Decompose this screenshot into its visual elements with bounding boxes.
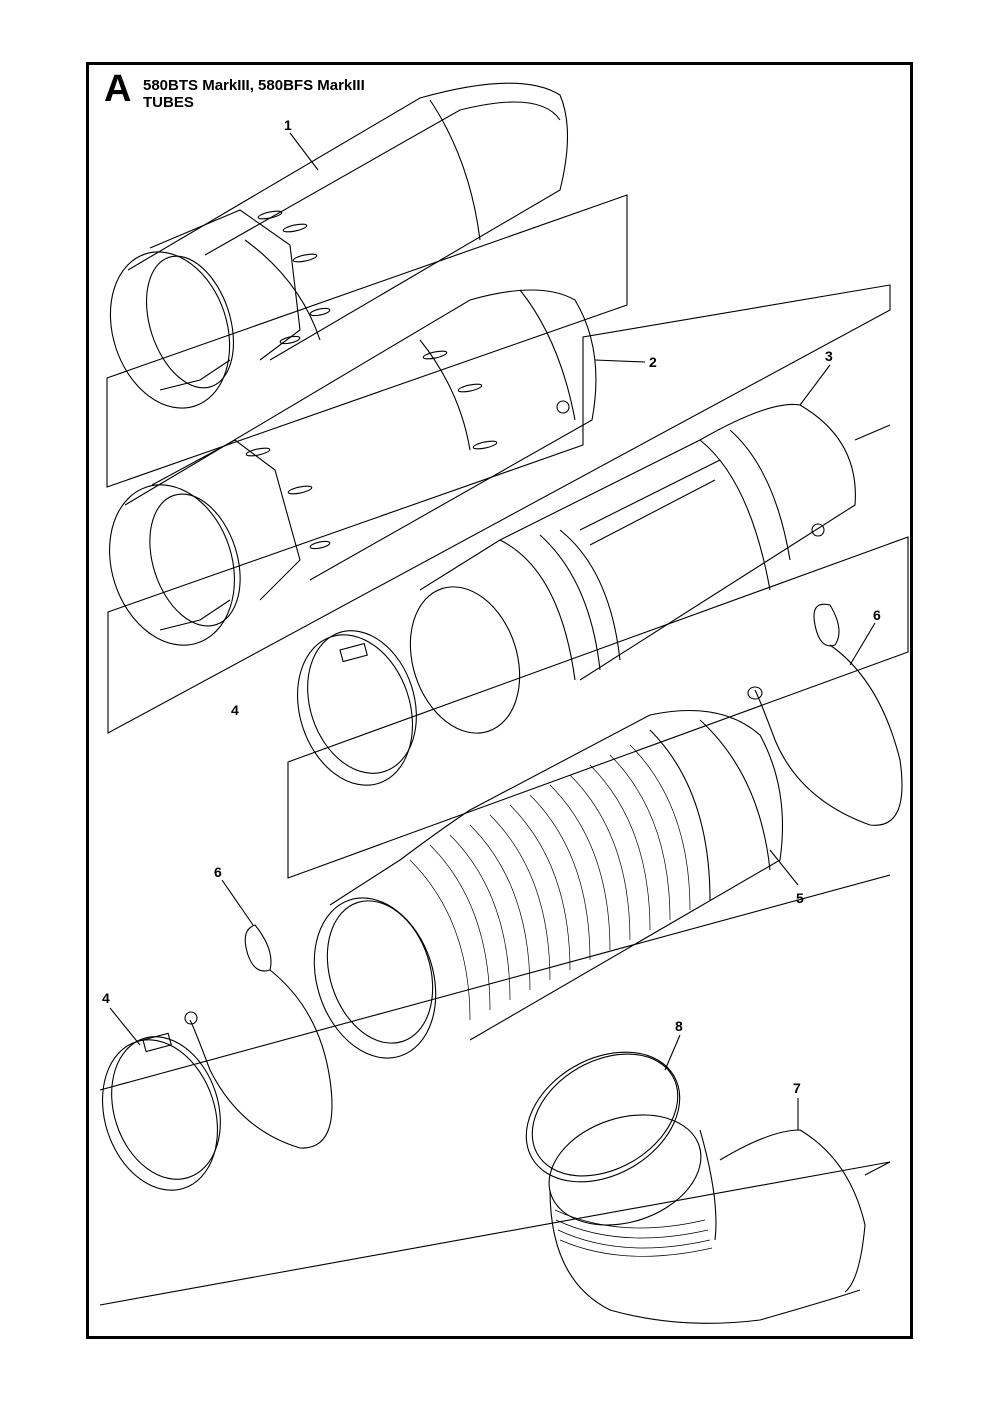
section-letter: A [104,68,132,110]
callout-8: 8 [675,1018,683,1034]
callout-3: 3 [825,348,833,364]
part-6-wire-upper [747,603,903,826]
part-6-wire-lower [184,924,333,1149]
part-3-extension-tube [409,403,891,734]
callout-4-lower: 4 [102,990,110,1006]
callout-6-upper: 6 [873,607,881,623]
part-4-clamp-lower [101,1032,221,1191]
part-1-plane [106,194,628,488]
callout-5: 5 [796,890,804,906]
callout-1: 1 [284,117,292,133]
part-5-bellows [313,709,784,1059]
axis-line-mid [99,874,891,1091]
axis-line-lower [99,1161,891,1306]
part-8-ring [525,1051,681,1183]
callout-2: 2 [649,354,657,370]
part-7-elbow [548,1114,891,1324]
part-2-middle-tube [109,289,597,646]
section-subtitle: TUBES [143,94,194,111]
drawing-frame [86,62,913,1339]
part-4-clamp-upper [296,630,417,786]
callout-6-lower: 6 [214,864,222,880]
callout-7: 7 [793,1080,801,1096]
part-1-upper-tube [109,82,569,409]
model-title: 580BTS MarkIII, 580BFS MarkIII [143,77,365,94]
part-2-plane [107,284,891,734]
callout-4-upper: 4 [231,702,239,718]
leader-lines [109,132,876,1130]
part-5-plane [287,536,909,879]
